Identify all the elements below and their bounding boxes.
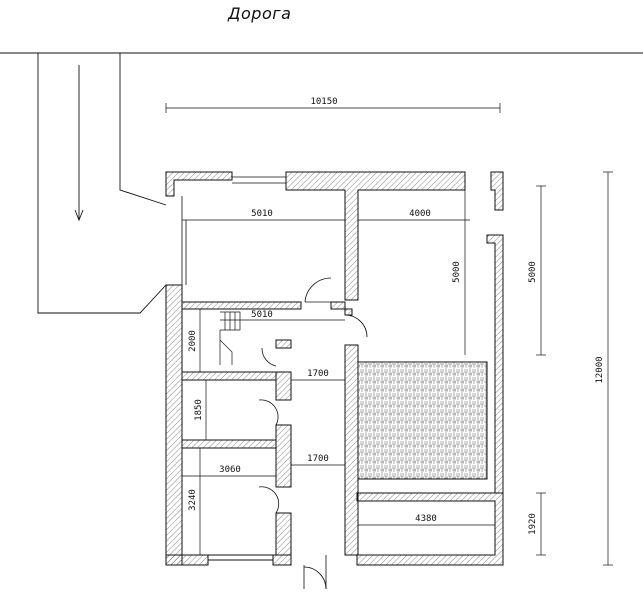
dim-bath-height: 1850 (194, 399, 204, 421)
dim-overall-height: 12000 (595, 356, 605, 383)
paved-courtyard (357, 361, 488, 480)
dim-room-width: 4000 (409, 209, 431, 219)
dim-terrace-depth: 1920 (528, 513, 538, 535)
dimension-lines (165, 103, 613, 566)
dim-stair-width: 5010 (251, 310, 273, 320)
garage-opening (181, 176, 286, 285)
dim-corridor-upper: 1700 (307, 369, 329, 379)
stairs (219, 311, 241, 365)
dim-room-depth-outer: 5000 (528, 261, 538, 283)
walls (165, 171, 504, 566)
dim-terrace-width: 4380 (415, 514, 437, 524)
dim-corridor-lower: 1700 (307, 454, 329, 464)
driveway (37, 53, 167, 314)
doors (258, 277, 368, 590)
dim-overall-width: 10150 (310, 97, 337, 107)
dim-garage-width: 5010 (251, 209, 273, 219)
dim-stair-height: 2000 (188, 330, 198, 352)
dimension-labels: 10150 5010 4000 5000 5000 12000 5010 200… (188, 97, 605, 535)
dim-room-depth-inner: 5000 (452, 261, 462, 283)
dim-bedroom-height: 3240 (188, 489, 198, 511)
dim-bedroom-width: 3060 (219, 465, 241, 475)
road-label: Дорога (228, 4, 292, 23)
